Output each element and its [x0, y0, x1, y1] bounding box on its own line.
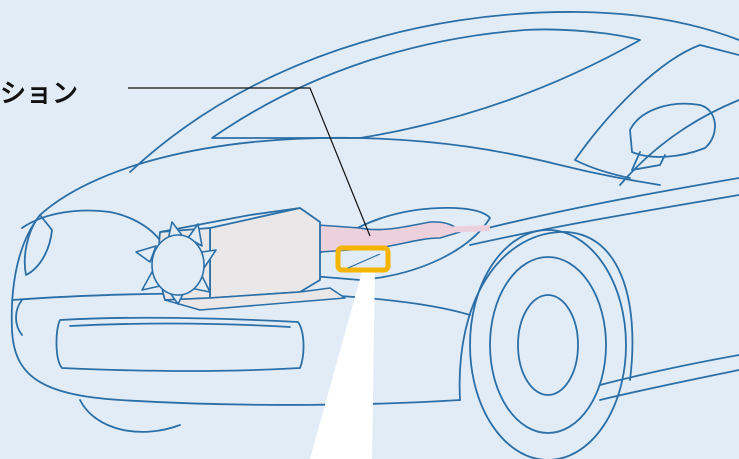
front-rim — [489, 256, 607, 434]
a-pillar-line — [574, 159, 631, 179]
radiator-fan-icon — [135, 221, 217, 305]
front-tire — [469, 229, 627, 459]
highlighted-pipe-tip — [439, 225, 491, 233]
highlight-box-icon — [335, 245, 391, 273]
hood-outline — [39, 136, 661, 216]
callout-leader-line — [128, 87, 371, 237]
side-mirror — [629, 102, 716, 158]
left-tire — [79, 399, 181, 433]
car-roof-outline — [129, 11, 739, 173]
radiator-base — [164, 287, 346, 311]
highlighted-pipe — [317, 221, 461, 253]
side-mirror-mount — [631, 151, 666, 171]
side-sill-line — [469, 194, 739, 246]
lower-grille-inner — [69, 322, 291, 328]
side-window-rear — [619, 99, 739, 186]
zoom-beam — [310, 268, 375, 459]
headlamp-left — [23, 214, 53, 276]
callout-label: ション — [0, 79, 79, 109]
windshield-outline — [211, 28, 641, 139]
lower-grille — [55, 316, 305, 372]
rocker-panel-lower — [599, 369, 739, 401]
front-hub — [517, 294, 579, 396]
rocker-panel — [599, 354, 739, 386]
marker-inner-line — [347, 253, 381, 269]
side-character-line — [479, 177, 739, 231]
side-window-outline — [574, 44, 739, 161]
grille-upper — [21, 209, 166, 251]
fog-lamp-left — [15, 299, 23, 336]
